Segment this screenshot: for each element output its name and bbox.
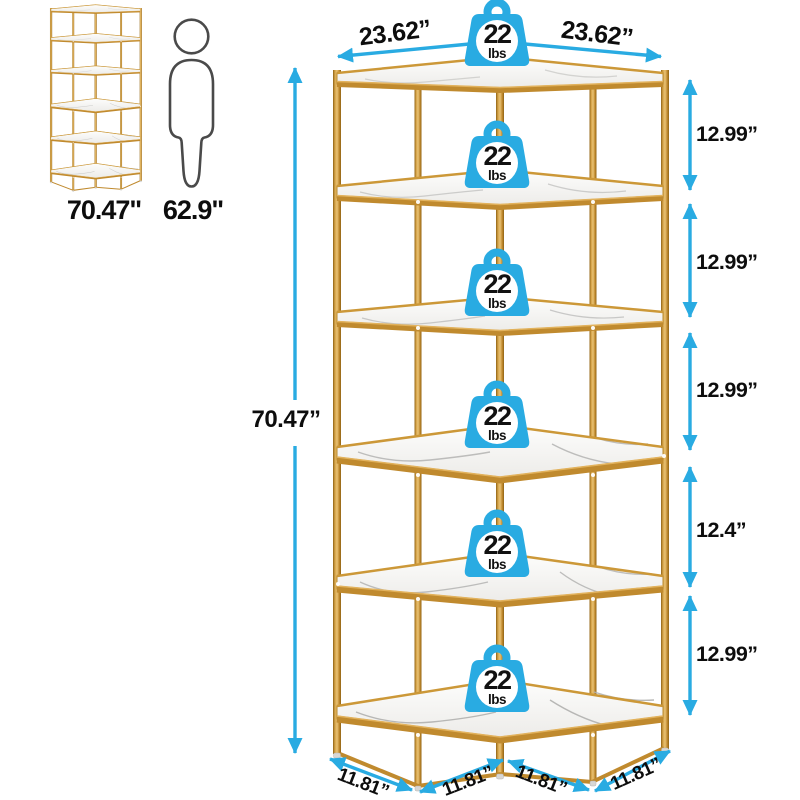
weight-badge-text: 22 lbs — [467, 530, 527, 574]
weight-badge-text: 22 lbs — [467, 269, 527, 313]
weight-value: 22 — [483, 400, 512, 431]
dimension-arrows — [287, 41, 698, 794]
weight-badge-text: 22 lbs — [467, 401, 527, 445]
weight-badge-text: 22 lbs — [467, 19, 527, 63]
human-height-label: 62.9" — [162, 195, 224, 225]
weight-value: 22 — [483, 664, 512, 695]
weight-value: 22 — [483, 140, 512, 171]
product-thumbnail — [49, 3, 143, 193]
weight-value: 22 — [483, 268, 512, 299]
weight-unit: lbs — [487, 691, 507, 707]
arrow-bottom-edge-1 — [329, 757, 413, 792]
thumbnail-height-label: 70.47" — [66, 195, 142, 225]
weight-badge-text: 22 lbs — [467, 665, 527, 709]
arrow-bottom-edge-4 — [594, 749, 671, 793]
weight-unit: lbs — [487, 556, 507, 572]
arrow-top-width-left — [337, 41, 481, 63]
weight-unit: lbs — [487, 45, 507, 61]
shelf-spacing-label: 12.4” — [696, 518, 747, 542]
weight-unit: lbs — [487, 427, 507, 443]
shelf-spacing-label: 12.99” — [696, 122, 758, 146]
arrow-bottom-edge-3 — [507, 758, 590, 793]
shelf-tier — [336, 55, 664, 94]
corner-shelf-unit — [333, 55, 669, 792]
weight-unit: lbs — [487, 295, 507, 311]
weight-unit: lbs — [487, 167, 507, 183]
shelf-spacing-label: 12.99” — [696, 378, 758, 402]
arrow-top-width-right — [513, 41, 662, 63]
human-silhouette-icon — [168, 18, 215, 188]
weight-value: 22 — [483, 18, 512, 49]
shelf-spacing-label: 12.99” — [696, 250, 758, 274]
shelf-spacing-label: 12.99” — [696, 642, 758, 666]
arrow-bottom-edge-2 — [419, 758, 504, 794]
total-height-label: 70.47” — [251, 406, 321, 433]
weight-value: 22 — [483, 529, 512, 560]
weight-badge-text: 22 lbs — [467, 141, 527, 185]
